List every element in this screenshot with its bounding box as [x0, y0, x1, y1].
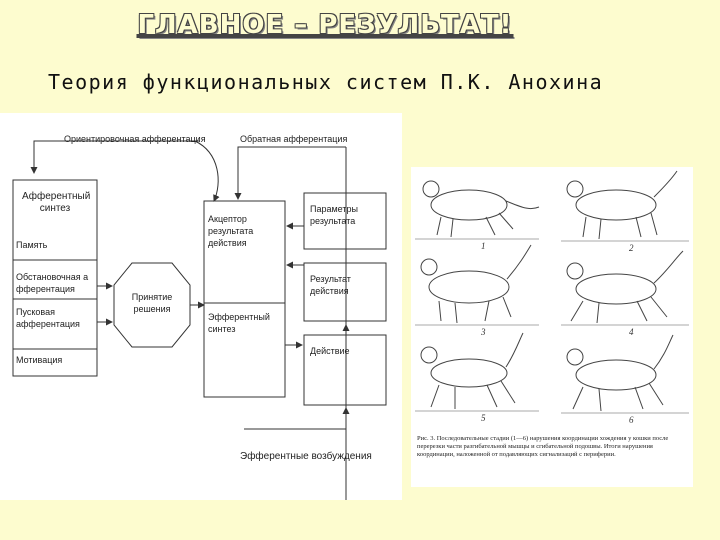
memory-label: Память: [16, 240, 48, 250]
slide-title: ГЛАВНОЕ – РЕЗУЛЬТАТ!: [137, 10, 513, 40]
cat-figure: 1 2 3 4 5 6 Рис. 3. Последовательные ста…: [411, 167, 693, 487]
params-label: Параметры результата: [310, 204, 358, 226]
panel-number-4: 4: [629, 327, 634, 337]
trigger-afferentation-label: Пусковая афферентация: [16, 307, 80, 329]
decision-label: Принятие решения: [131, 292, 173, 314]
action-label: Действие: [310, 346, 350, 356]
orienting-afferentation-label: Ориентировочная афферентация: [64, 134, 206, 144]
action-box: [303, 334, 387, 406]
diagram-lines: [12, 140, 387, 500]
cat-6: [561, 334, 689, 414]
acceptor-label: Акцептор результата действия: [208, 214, 254, 248]
params-box: [303, 192, 387, 250]
figure-caption: Рис. 3. Последовательные стадии (1—6) на…: [417, 435, 669, 458]
afferent-synthesis-title: Афферентный синтез: [22, 191, 91, 214]
situational-afferentation-label: Обстановочная афферентация: [16, 272, 89, 294]
efferent-synthesis-box: [203, 302, 286, 398]
panel-number-6: 6: [629, 415, 634, 425]
cat-2: [561, 170, 689, 242]
efferent-excitation-label: Эфферентные возбуждения: [240, 451, 372, 462]
panel-number-5: 5: [481, 413, 486, 423]
motivation-label: Мотивация: [16, 355, 63, 365]
panel-number-3: 3: [481, 327, 486, 337]
cat-3: [415, 244, 539, 326]
cat-1: [415, 180, 540, 240]
cat-5: [415, 332, 539, 412]
result-box: [303, 262, 387, 322]
afferent-synthesis-box: [12, 179, 98, 377]
cat-4: [561, 250, 689, 326]
decision-node: [113, 262, 191, 348]
feedback-afferentation-label: Обратная афферентация: [240, 134, 348, 144]
result-label: Результат действия: [310, 274, 351, 296]
panel-number-1: 1: [481, 241, 486, 251]
panel-number-2: 2: [629, 243, 634, 253]
anokhin-diagram: Ориентировочная афферентация Обратная аф…: [0, 113, 402, 500]
efferent-synthesis-label: Эфферентный синтез: [208, 312, 270, 334]
cat-illustrations: [415, 170, 689, 414]
slide-subtitle: Теория функциональных систем П.К. Анохин…: [48, 70, 604, 94]
